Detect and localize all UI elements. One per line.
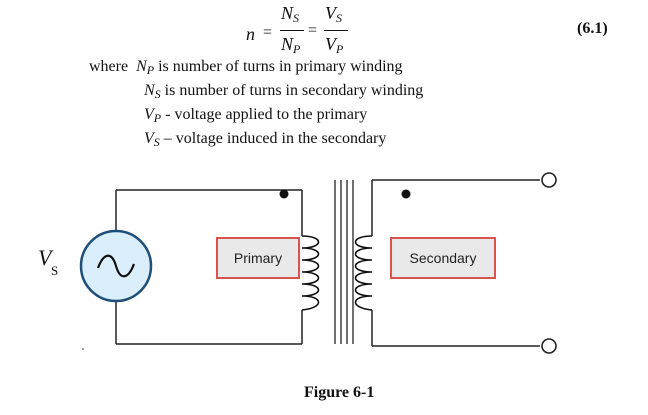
source-voltage-symbol: V	[38, 245, 52, 270]
eq-frac2-bar	[324, 30, 348, 31]
eq-frac1-denominator: NP	[281, 34, 301, 56]
figure-caption: Figure 6-1	[304, 384, 375, 401]
stray-mark	[82, 348, 84, 350]
def-text: is number of turns in secondary winding	[160, 82, 424, 99]
eq-frac2-numerator: VS	[325, 3, 342, 25]
def-symbol: V	[144, 130, 154, 147]
frac2-den-symbol: V	[325, 34, 336, 54]
secondary-label: Secondary	[409, 250, 477, 266]
primary-polarity-dot	[279, 189, 289, 199]
eq-equals-2: =	[308, 22, 318, 39]
eq-frac2-denominator: VP	[325, 34, 344, 56]
def-symbol: V	[144, 106, 154, 123]
eq-equals-1: =	[263, 24, 273, 41]
output-terminal-bottom	[541, 338, 557, 354]
primary-circuit-wires	[115, 189, 303, 345]
sine-wave-icon	[96, 254, 136, 278]
output-terminal-top	[541, 172, 557, 188]
definition-row-1: NS is number of turns in secondary windi…	[144, 82, 424, 101]
def-text: is number of turns in primary winding	[154, 58, 403, 75]
def-subscript: S	[153, 135, 160, 149]
def-text: – voltage induced in the secondary	[159, 130, 387, 147]
frac2-num-symbol: V	[325, 3, 336, 23]
def-subscript: P	[153, 111, 162, 125]
primary-label: Primary	[233, 250, 283, 266]
primary-coil-icon	[301, 235, 320, 311]
eq-frac1-bar	[280, 30, 304, 31]
secondary-circuit-wires	[371, 179, 540, 347]
frac1-den-symbol: N	[281, 34, 294, 54]
frac1-num-subscript: S	[293, 11, 300, 25]
frac2-num-subscript: S	[336, 11, 342, 25]
definition-row-3: VS – voltage induced in the secondary	[144, 130, 387, 149]
secondary-label-box: Secondary	[390, 237, 496, 279]
def-subscript: S	[154, 87, 161, 101]
secondary-polarity-dot	[401, 189, 411, 199]
source-voltage-subscript: S	[51, 263, 59, 278]
primary-label-box: Primary	[216, 237, 300, 279]
def-symbol: N	[144, 82, 155, 99]
eq-lhs: n	[246, 24, 255, 44]
eq-frac1-numerator: NS	[281, 3, 300, 25]
frac1-num-symbol: N	[281, 3, 294, 23]
frac2-den-subscript: P	[336, 42, 344, 56]
where-label: where	[89, 58, 129, 75]
transformer-core	[334, 180, 354, 344]
frac1-den-subscript: P	[293, 42, 301, 56]
def-subscript: P	[146, 63, 155, 77]
def-symbol: N	[136, 58, 147, 75]
def-text: - voltage applied to the primary	[161, 106, 368, 123]
equation-number: (6.1)	[577, 20, 608, 37]
definition-row-0: where NP is number of turns in primary w…	[89, 58, 403, 77]
secondary-coil-icon	[354, 235, 373, 311]
definition-row-2: VP - voltage applied to the primary	[144, 106, 368, 125]
